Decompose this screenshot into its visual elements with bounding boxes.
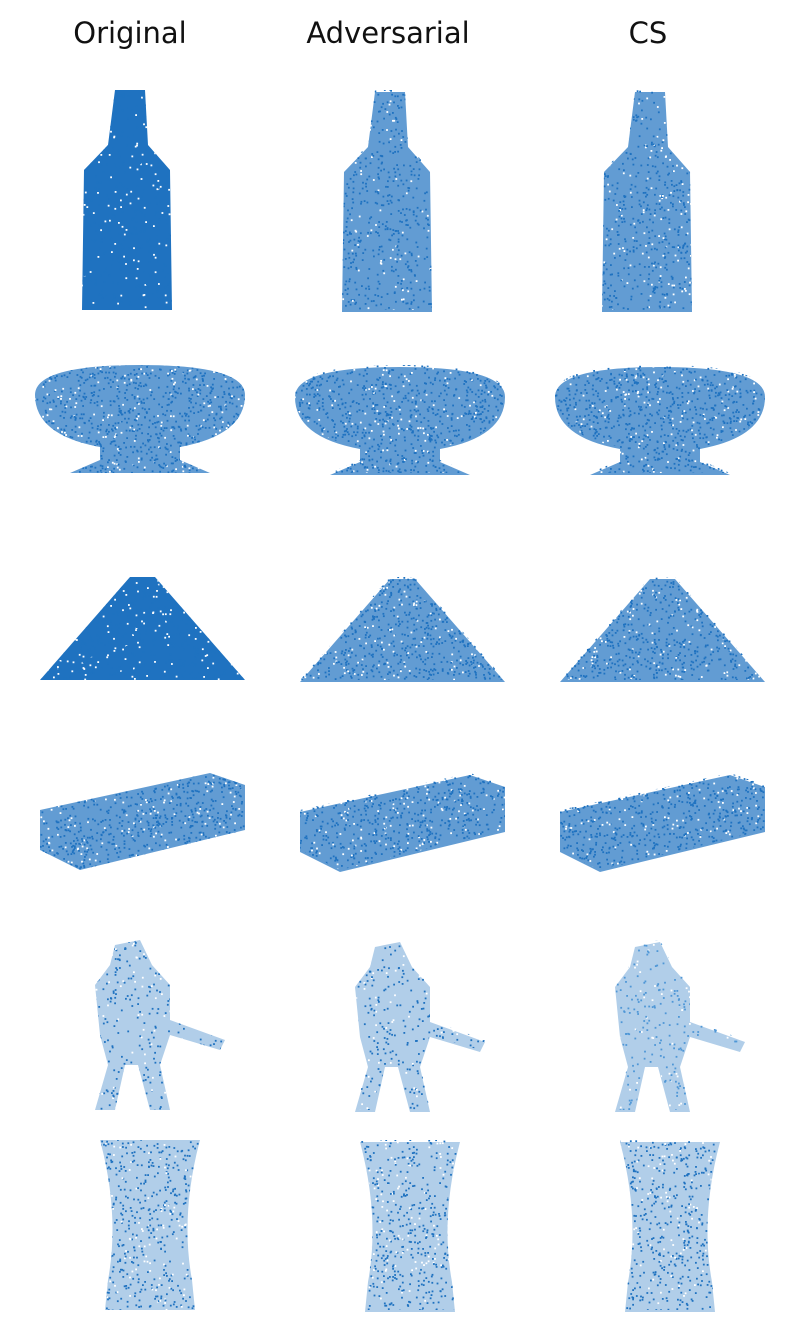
point-cloud-bottle-cs bbox=[602, 90, 692, 312]
silhouette-tent-original bbox=[40, 577, 245, 680]
silhouette-bed-adversarial bbox=[300, 775, 505, 872]
point-cloud-vase-adversarial bbox=[360, 1140, 460, 1312]
silhouette-vase-cs bbox=[620, 1142, 720, 1312]
silhouette-bed-cs bbox=[560, 775, 765, 872]
point-scatter-bottle-original bbox=[82, 90, 172, 310]
point-cloud-bed-original bbox=[40, 773, 245, 870]
silhouette-bottle-cs bbox=[602, 92, 692, 312]
point-cloud-figure-adversarial bbox=[355, 940, 485, 1112]
column-header-adversarial: Adversarial bbox=[268, 16, 508, 50]
point-cloud-figure-cs bbox=[615, 940, 745, 1112]
silhouette-vase-adversarial bbox=[360, 1142, 460, 1312]
point-cloud-bowl-adversarial bbox=[295, 365, 505, 475]
column-header-original: Original bbox=[10, 16, 250, 50]
point-cloud-bowl-original bbox=[35, 365, 245, 473]
silhouette-tent-adversarial bbox=[300, 579, 505, 682]
point-cloud-tent-original bbox=[40, 577, 245, 680]
point-cloud-figure-original bbox=[95, 940, 225, 1110]
point-cloud-vase-original bbox=[100, 1140, 200, 1310]
silhouette-tent-cs bbox=[560, 579, 765, 682]
column-header-cs: CS bbox=[528, 16, 768, 50]
silhouette-bottle-original bbox=[82, 90, 172, 310]
silhouette-bowl-original bbox=[35, 365, 245, 473]
silhouette-figure-cs bbox=[615, 942, 745, 1112]
point-cloud-tent-cs bbox=[560, 577, 765, 682]
point-cloud-bowl-cs bbox=[555, 365, 765, 475]
point-cloud-bed-adversarial bbox=[300, 773, 505, 872]
silhouette-bowl-cs bbox=[555, 367, 765, 475]
silhouette-figure-adversarial bbox=[355, 942, 485, 1112]
silhouette-figure-original bbox=[95, 940, 225, 1110]
point-cloud-bed-cs bbox=[560, 773, 765, 872]
point-cloud-tent-adversarial bbox=[300, 577, 505, 682]
point-cloud-vase-cs bbox=[620, 1140, 720, 1312]
point-cloud-bottle-original bbox=[82, 90, 172, 310]
point-cloud-bottle-adversarial bbox=[342, 90, 432, 312]
silhouette-bowl-adversarial bbox=[295, 367, 505, 475]
